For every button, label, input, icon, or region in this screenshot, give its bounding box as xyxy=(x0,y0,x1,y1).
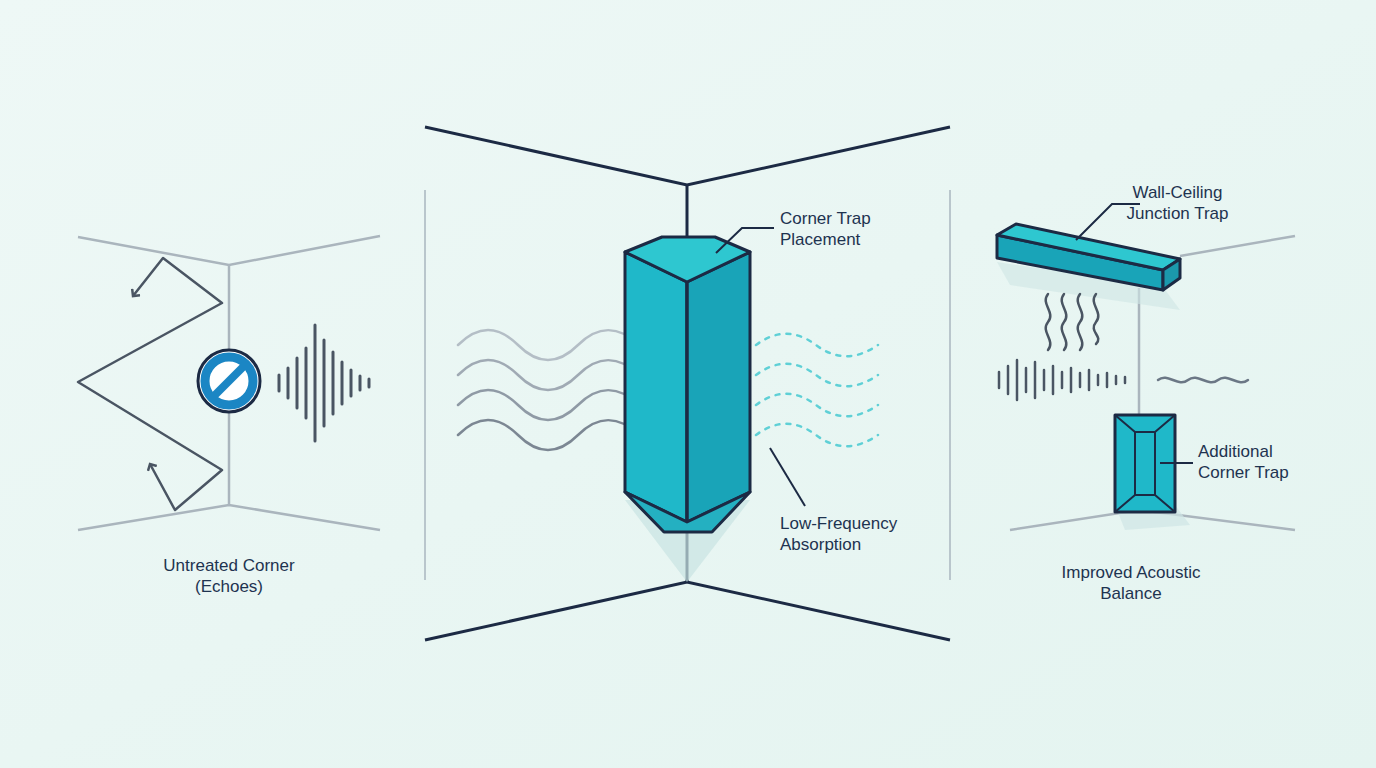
callout-label: Corner Trap Placement xyxy=(780,208,910,250)
panel-caption: Improved Acoustic Balance xyxy=(1031,562,1231,604)
divider xyxy=(949,190,951,580)
callout-label: Low-Frequency Absorption xyxy=(780,513,920,555)
corner-trap-scene xyxy=(425,127,950,640)
untreated-corner xyxy=(78,236,380,530)
callout-label: Wall-Ceiling Junction Trap xyxy=(1110,182,1245,224)
divider xyxy=(424,190,426,580)
panel-caption: Untreated Corner (Echoes) xyxy=(144,555,314,597)
callout-label: Additional Corner Trap xyxy=(1198,441,1308,483)
